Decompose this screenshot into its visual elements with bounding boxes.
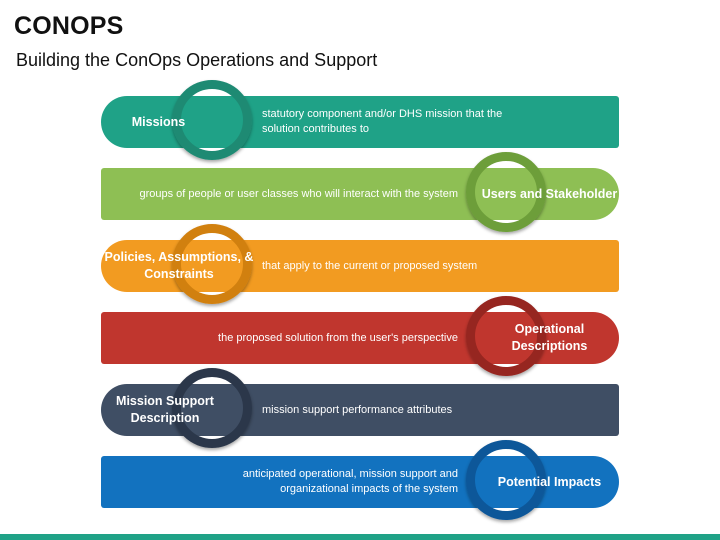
page-subtitle: Building the ConOps Operations and Suppo… xyxy=(16,50,378,70)
row-operational-descriptions-label: Operational Descriptions xyxy=(511,322,588,353)
row-operational-descriptions-ring xyxy=(466,296,546,376)
row-operational-descriptions-description: the proposed solution from the user's pe… xyxy=(218,331,458,344)
row-policies-ring xyxy=(172,224,252,304)
row-users-stakeholder-label: Users and Stakeholder xyxy=(481,186,618,201)
row-users-stakeholder-ring xyxy=(466,152,546,232)
row-missions-ring xyxy=(172,80,252,160)
row-users-stakeholder-description: groups of people or user classes who wil… xyxy=(139,187,458,200)
footer-accent-line xyxy=(0,534,720,540)
row-potential-impacts-label: Potential Impacts xyxy=(497,474,602,489)
row-policies-label: Policies, Assumptions, & Constraints xyxy=(104,250,254,281)
row-missions-label: Missions xyxy=(131,114,186,129)
row-policies-description: that apply to the current or proposed sy… xyxy=(262,259,478,272)
row-potential-impacts-ring xyxy=(466,440,546,520)
row-potential-impacts-description: anticipated operational, mission support… xyxy=(242,468,458,495)
row-mission-support-description: mission support performance attributes xyxy=(262,403,453,416)
page-title: CONOPS xyxy=(14,12,124,40)
row-mission-support-ring xyxy=(172,368,252,448)
row-missions-description: statutory component and/or DHS mission t… xyxy=(262,108,503,135)
row-mission-support-label: Mission Support Description xyxy=(116,394,214,425)
